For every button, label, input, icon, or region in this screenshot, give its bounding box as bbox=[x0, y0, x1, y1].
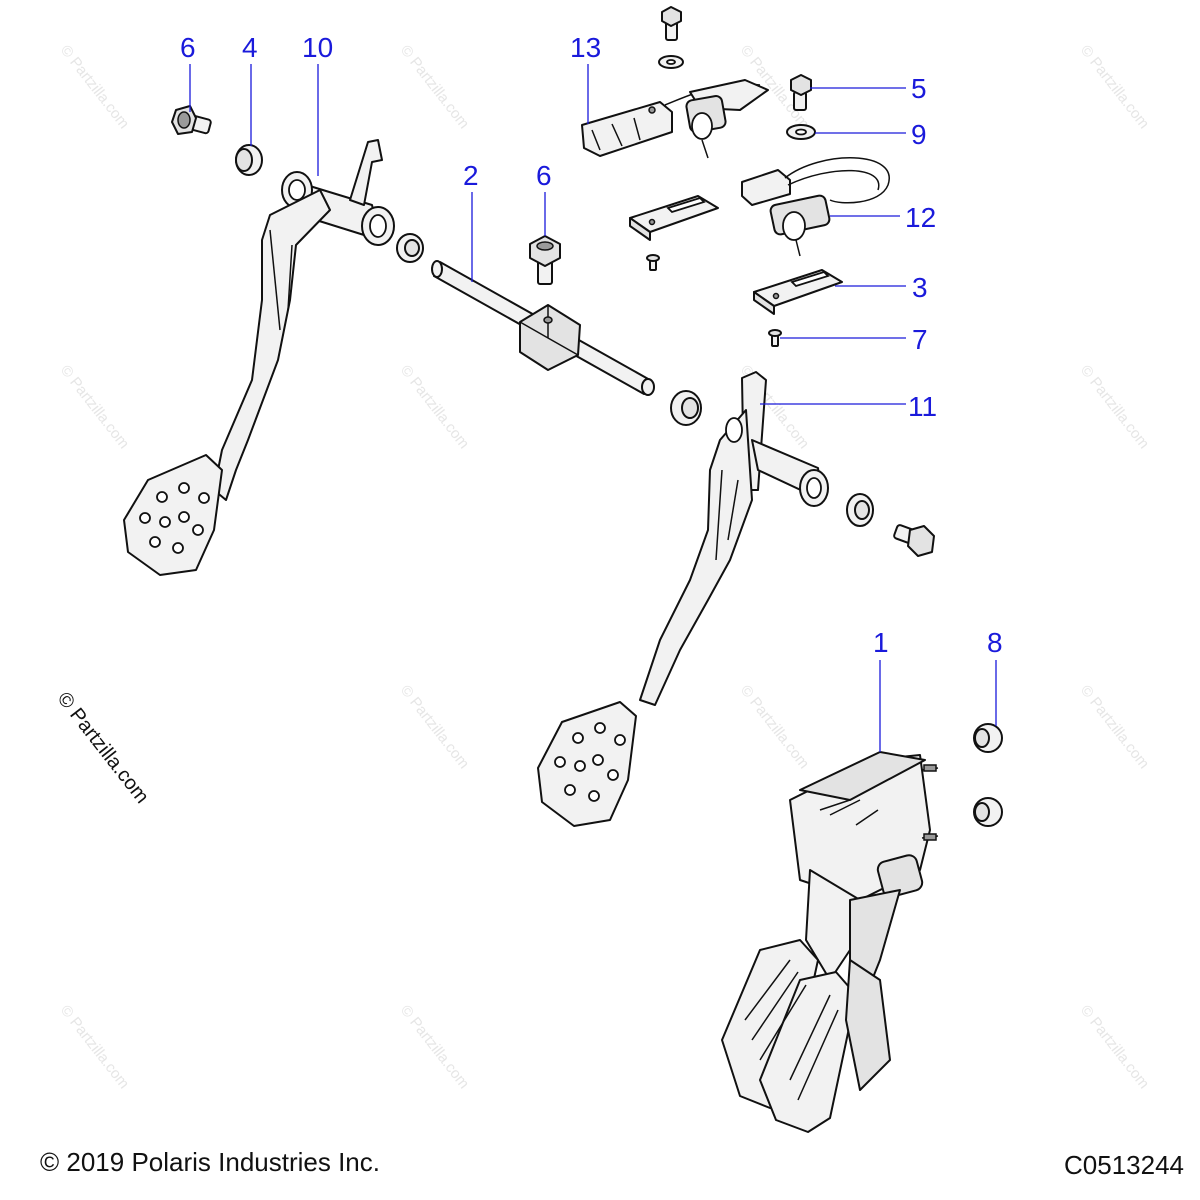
callout-7: 7 bbox=[912, 324, 928, 355]
part-bushing-left-shaft bbox=[396, 233, 424, 263]
part-bolt-6-mid bbox=[529, 235, 561, 285]
callout-13: 13 bbox=[570, 32, 601, 63]
watermark-tile: © Partzilla.com bbox=[1077, 42, 1153, 132]
watermark-tile: © Partzilla.com bbox=[1077, 1002, 1153, 1092]
watermark-tiles: © Partzilla.com © Partzilla.com © Partzi… bbox=[57, 42, 1153, 1092]
callout-6-top: 6 bbox=[180, 32, 196, 63]
callout-4: 4 bbox=[242, 32, 258, 63]
watermark-tile: © Partzilla.com bbox=[397, 1002, 473, 1092]
callout-1: 1 bbox=[873, 627, 889, 658]
watermark-tile: © Partzilla.com bbox=[57, 1002, 133, 1092]
part-bolt-top bbox=[658, 6, 684, 69]
callout-leaders bbox=[189, 64, 997, 752]
watermark-tile: © Partzilla.com bbox=[397, 42, 473, 132]
part-washer-9 bbox=[786, 124, 816, 140]
watermark-tile: © Partzilla.com bbox=[57, 362, 133, 452]
callout-3: 3 bbox=[912, 272, 928, 303]
part-shaft-2 bbox=[431, 260, 655, 396]
part-sensor-12 bbox=[741, 157, 890, 257]
callout-8: 8 bbox=[987, 627, 1003, 658]
part-pedal-arm-10 bbox=[123, 139, 395, 576]
part-screw-7 bbox=[768, 329, 782, 347]
part-bushing-4 bbox=[235, 144, 263, 176]
watermark-tile: © Partzilla.com bbox=[737, 682, 813, 772]
drawing-code: C0513244 bbox=[1064, 1150, 1184, 1180]
part-grommets-8 bbox=[973, 723, 1003, 827]
part-mount-plate-3 bbox=[753, 269, 843, 315]
callout-5: 5 bbox=[911, 73, 927, 104]
part-bolt-5 bbox=[790, 74, 812, 111]
watermark-tile: © Partzilla.com bbox=[1077, 682, 1153, 772]
callout-2: 2 bbox=[463, 160, 479, 191]
callout-12: 12 bbox=[905, 202, 936, 233]
part-sensor-13 bbox=[581, 79, 769, 159]
part-mount-plate-upper bbox=[629, 195, 719, 271]
part-pedal-arm-11 bbox=[537, 371, 829, 827]
part-bolt-6-left bbox=[171, 105, 212, 135]
callout-11: 11 bbox=[908, 391, 937, 422]
watermark-tile: © Partzilla.com bbox=[1077, 362, 1153, 452]
watermark-tile: © Partzilla.com bbox=[57, 42, 133, 132]
callout-labels: 6 4 10 13 5 9 2 6 12 3 7 11 1 8 bbox=[180, 32, 1003, 658]
part-bushing-right-arm bbox=[846, 493, 874, 527]
copyright-text: © 2019 Polaris Industries Inc. bbox=[40, 1147, 380, 1177]
part-accelerator-pedal-1 bbox=[721, 751, 939, 1133]
callout-6-mid: 6 bbox=[536, 160, 552, 191]
callout-9: 9 bbox=[911, 119, 927, 150]
callout-10: 10 bbox=[302, 32, 333, 63]
part-bolt-right-arm bbox=[893, 524, 935, 557]
watermark-tile: © Partzilla.com bbox=[397, 362, 473, 452]
part-bushing-right-shaft bbox=[670, 390, 702, 426]
watermark-tile: © Partzilla.com bbox=[397, 682, 473, 772]
